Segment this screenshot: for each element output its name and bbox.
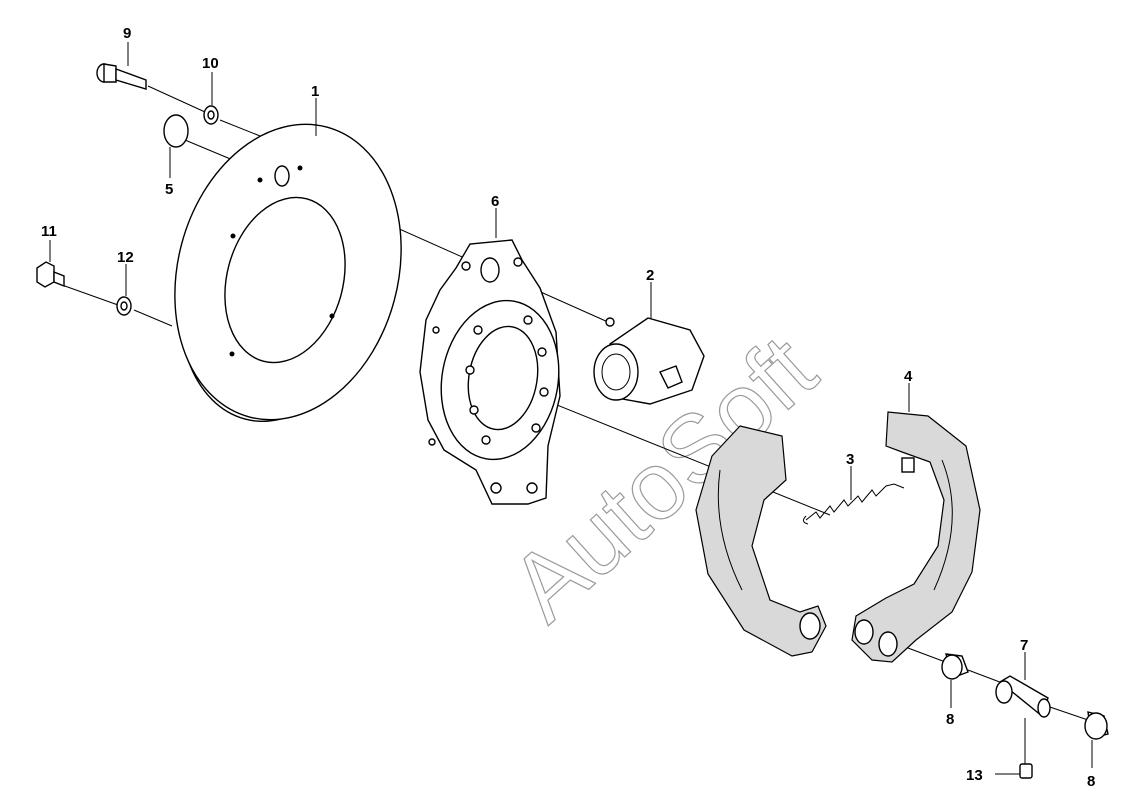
grease-nipple-part-13	[995, 763, 1033, 779]
pin-part-7	[995, 675, 1051, 718]
washer-part-10	[203, 105, 219, 125]
callout-labels: 1 2 3 4 5 6 7 8 8 9 10 11 12 13	[41, 25, 1095, 790]
callout-11: 11	[41, 223, 57, 240]
callout-1: 1	[311, 83, 319, 100]
bushing-part-8b	[1084, 711, 1109, 740]
anchor-plate-part-6	[419, 239, 561, 505]
callout-8b: 8	[1087, 773, 1095, 790]
brake-shoe-left-part-4	[695, 425, 827, 657]
callout-3: 3	[846, 451, 854, 468]
callout-8a: 8	[946, 711, 954, 728]
callout-13: 13	[966, 767, 983, 784]
callout-4: 4	[904, 368, 913, 385]
wheel-cylinder-part-2	[593, 317, 705, 405]
callout-6: 6	[491, 193, 499, 210]
callout-5: 5	[165, 181, 173, 198]
washer-part-12	[116, 296, 132, 316]
dust-plate-part-1	[174, 123, 402, 422]
leader-lines	[49, 42, 1093, 768]
bolt-part-11	[36, 261, 65, 288]
brake-shoe-right-part-4	[851, 411, 981, 663]
callout-10: 10	[202, 55, 219, 72]
callout-9: 9	[123, 25, 131, 42]
return-spring-part-3	[802, 483, 905, 525]
callout-12: 12	[117, 249, 134, 266]
callout-7: 7	[1020, 637, 1028, 654]
bushing-part-8a	[941, 653, 969, 680]
bolt-part-9	[96, 63, 147, 90]
callout-2: 2	[646, 267, 654, 284]
plug-part-5	[163, 114, 189, 148]
